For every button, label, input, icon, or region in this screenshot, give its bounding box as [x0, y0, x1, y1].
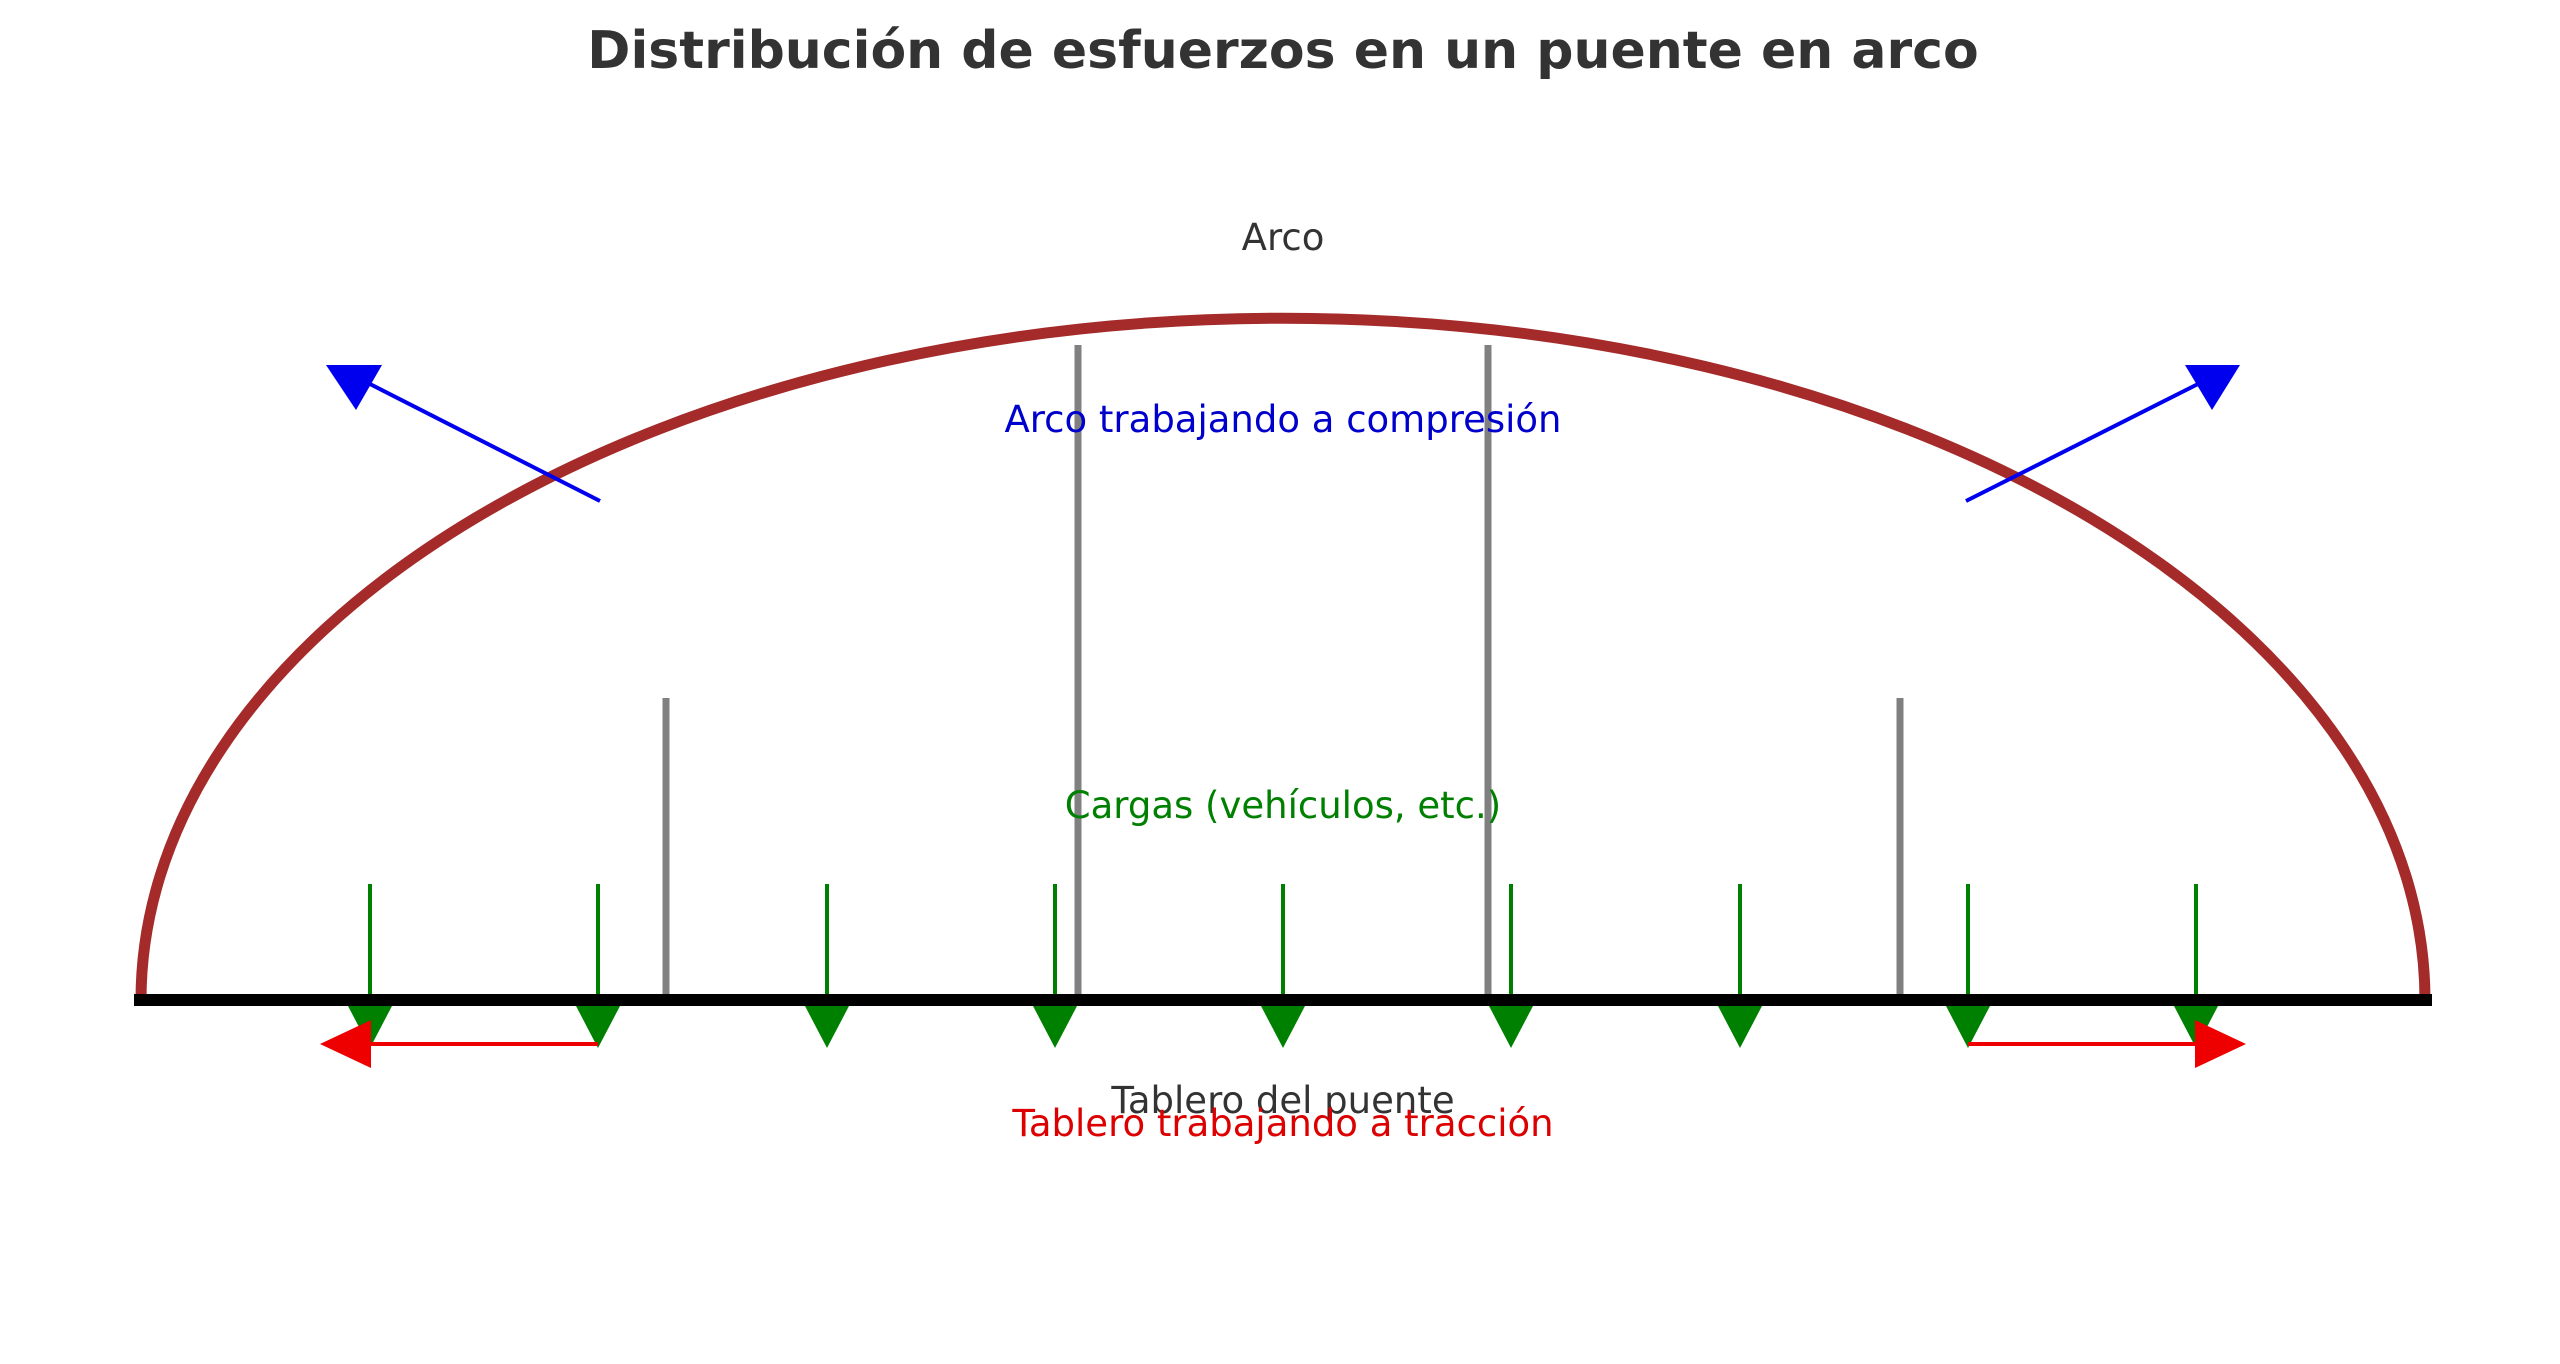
load-arrow	[1261, 884, 1305, 1048]
deck-label: Tablero del puente	[1110, 1079, 1454, 1122]
tension-arrows	[320, 1020, 2246, 1068]
load-arrow	[805, 884, 849, 1048]
loads-label: Cargas (vehículos, etc.)	[1065, 784, 1501, 827]
hangers	[662, 345, 1904, 1000]
load-arrow	[1489, 884, 1533, 1048]
load-arrow	[1718, 884, 1762, 1048]
tension-label: Tablero trabajando a tracción	[1011, 1102, 1553, 1145]
compression-arrowhead-left	[326, 365, 382, 410]
load-arrows	[348, 884, 2218, 1048]
compression-arrow-left	[367, 381, 601, 503]
compression-arrows	[326, 365, 2240, 503]
load-arrow	[576, 884, 620, 1048]
compression-arrowhead-right	[2185, 365, 2240, 410]
load-arrow	[1033, 884, 1077, 1048]
compression-arrow-right	[1965, 381, 2201, 503]
arch-label: Arco	[1242, 216, 1325, 259]
tension-arrowhead-left	[320, 1020, 371, 1068]
compression-label: Arco trabajando a compresión	[1004, 398, 1561, 441]
load-arrow	[1946, 884, 1990, 1048]
diagram-title: Distribución de esfuerzos en un puente e…	[587, 21, 1978, 81]
tension-arrowhead-right	[2195, 1020, 2246, 1068]
arch	[135, 312, 2431, 1001]
